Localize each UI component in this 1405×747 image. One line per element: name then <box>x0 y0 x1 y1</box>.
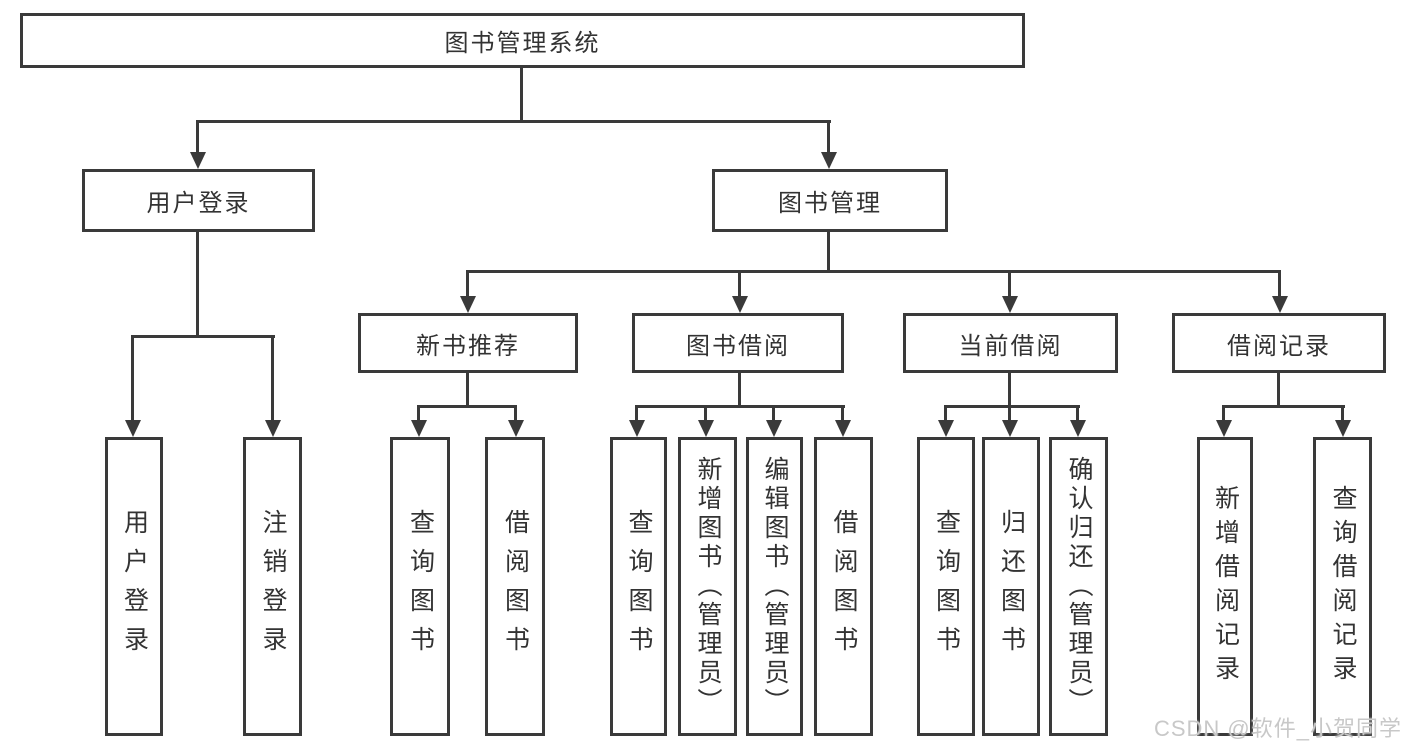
arrow-down-icon <box>698 420 714 437</box>
arrow-down-icon <box>190 152 206 169</box>
leaf-borrow-books-borrowing-label: 借阅图书 <box>830 508 858 665</box>
node-borrowing-records-label: 借阅记录 <box>1227 332 1331 360</box>
node-library-system: 图书管理系统 <box>20 13 1025 68</box>
node-book-management: 图书管理 <box>712 169 948 232</box>
leaf-logout: 注销登录 <box>243 437 302 736</box>
connector-line <box>1076 405 1079 423</box>
node-new-book-recommend-label: 新书推荐 <box>416 332 520 360</box>
arrow-down-icon <box>629 420 645 437</box>
leaf-add-borrow-record-label: 新增借阅记录 <box>1211 484 1240 689</box>
leaf-borrow-books-borrowing: 借阅图书 <box>814 437 873 736</box>
connector-line <box>417 405 420 423</box>
node-book-borrowing: 图书借阅 <box>632 313 844 373</box>
connector-line <box>704 405 707 423</box>
leaf-query-books-recommend: 查询图书 <box>390 437 450 736</box>
connector-line <box>196 232 199 338</box>
leaf-borrow-books-recommend: 借阅图书 <box>485 437 545 736</box>
arrow-down-icon <box>125 420 141 437</box>
leaf-query-books-current-label: 查询图书 <box>932 508 961 665</box>
arrow-down-icon <box>835 420 851 437</box>
connector-line <box>466 373 469 408</box>
arrow-down-icon <box>1002 420 1018 437</box>
connector-line <box>196 120 831 123</box>
arrow-down-icon <box>1272 296 1288 313</box>
connector-line <box>635 405 638 423</box>
connector-line <box>196 120 199 154</box>
node-user-login-label: 用户登录 <box>146 190 251 217</box>
connector-line <box>772 405 775 423</box>
node-current-borrowing-label: 当前借阅 <box>958 332 1063 360</box>
arrow-down-icon <box>1002 296 1018 313</box>
connector-line <box>1008 405 1011 423</box>
leaf-user-login: 用户登录 <box>105 437 163 736</box>
connector-line <box>827 232 830 273</box>
arrow-down-icon <box>508 420 524 437</box>
arrow-down-icon <box>1216 420 1232 437</box>
leaf-add-borrow-record: 新增借阅记录 <box>1197 437 1253 736</box>
leaf-query-borrow-record: 查询借阅记录 <box>1313 437 1372 736</box>
node-new-book-recommend: 新书推荐 <box>358 313 578 373</box>
leaf-confirm-return-admin-label: 确认归还（管理员） <box>1065 456 1093 717</box>
leaf-query-books-borrowing-label: 查询图书 <box>625 508 653 665</box>
arrow-down-icon <box>821 152 837 169</box>
leaf-borrow-books-recommend-label: 借阅图书 <box>501 508 530 665</box>
leaf-query-books-recommend-label: 查询图书 <box>406 508 435 665</box>
connector-line <box>1277 373 1280 408</box>
leaf-logout-label: 注销登录 <box>259 508 287 665</box>
connector-line <box>635 405 845 408</box>
arrow-down-icon <box>732 296 748 313</box>
leaf-edit-books-admin: 编辑图书（管理员） <box>746 437 803 736</box>
connector-line <box>417 405 517 408</box>
connector-line <box>1222 405 1345 408</box>
node-current-borrowing: 当前借阅 <box>903 313 1118 373</box>
connector-line <box>1008 270 1011 299</box>
arrow-down-icon <box>766 420 782 437</box>
arrow-down-icon <box>1070 420 1086 437</box>
node-borrowing-records: 借阅记录 <box>1172 313 1386 373</box>
connector-line <box>1222 405 1225 423</box>
node-book-management-label: 图书管理 <box>778 190 882 217</box>
csdn-watermark: CSDN @软件_小贺同学 <box>1153 716 1402 741</box>
connector-line <box>520 68 523 123</box>
connector-line <box>1341 405 1344 423</box>
leaf-edit-books-admin-label: 编辑图书（管理员） <box>761 456 789 717</box>
leaf-query-books-borrowing: 查询图书 <box>610 437 667 736</box>
connector-line <box>944 405 947 423</box>
arrow-down-icon <box>938 420 954 437</box>
connector-line <box>841 405 844 423</box>
arrow-down-icon <box>1335 420 1351 437</box>
connector-line <box>131 335 134 422</box>
arrow-down-icon <box>411 420 427 437</box>
connector-line <box>131 335 275 338</box>
arrow-down-icon <box>460 296 476 313</box>
arrow-down-icon <box>265 420 281 437</box>
connector-line <box>271 335 274 422</box>
connector-line <box>514 405 517 423</box>
leaf-query-books-current: 查询图书 <box>917 437 975 736</box>
connector-line <box>466 270 1281 273</box>
connector-line <box>738 270 741 299</box>
leaf-return-books-label: 归还图书 <box>997 508 1026 665</box>
connector-line <box>1278 270 1281 299</box>
node-library-system-label: 图书管理系统 <box>444 30 601 57</box>
leaf-add-books-admin-label: 新增图书（管理员） <box>694 456 722 717</box>
node-user-login: 用户登录 <box>82 169 315 232</box>
leaf-return-books: 归还图书 <box>982 437 1040 736</box>
connector-line <box>738 373 741 408</box>
leaf-confirm-return-admin: 确认归还（管理员） <box>1049 437 1108 736</box>
connector-line <box>944 405 1080 408</box>
connector-line <box>827 120 830 154</box>
leaf-add-books-admin: 新增图书（管理员） <box>678 437 737 736</box>
leaf-query-borrow-record-label: 查询借阅记录 <box>1329 484 1357 689</box>
leaf-user-login-label: 用户登录 <box>120 508 149 665</box>
node-book-borrowing-label: 图书借阅 <box>686 332 790 360</box>
connector-line <box>1008 373 1011 408</box>
connector-line <box>466 270 469 299</box>
